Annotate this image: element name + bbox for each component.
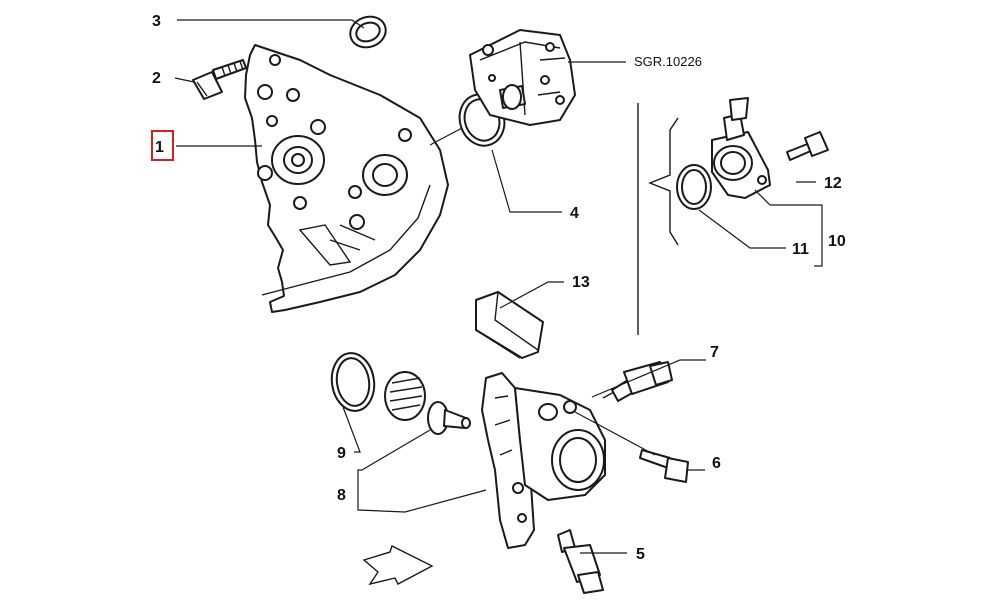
label-11[interactable]: 11	[792, 241, 809, 258]
label-6[interactable]: 6	[712, 455, 721, 472]
label-10[interactable]: 10	[828, 233, 846, 250]
high-pressure-pump[interactable]	[469, 29, 576, 126]
label-3[interactable]: 3	[152, 13, 161, 30]
label-7[interactable]: 7	[710, 344, 719, 361]
thermostat-housing[interactable]	[481, 372, 606, 549]
group-divider	[637, 103, 679, 335]
callout-labels: 1 2 3 4 5 6 7 8 9 10 11 12 13 SGR.10226	[151, 13, 846, 563]
part-9-o-ring[interactable]	[328, 350, 378, 413]
label-13[interactable]: 13	[572, 274, 590, 291]
part-5-sensor[interactable]	[557, 529, 604, 594]
part-13-pad[interactable]	[475, 291, 544, 359]
label-5[interactable]: 5	[636, 546, 645, 563]
reference-code: SGR.10226	[634, 54, 702, 69]
label-8[interactable]: 8	[337, 487, 346, 504]
label-4[interactable]: 4	[570, 205, 579, 222]
part-11-o-ring[interactable]	[676, 164, 712, 210]
label-1-highlight	[151, 130, 174, 161]
label-1[interactable]: 1	[155, 139, 164, 156]
part-3-o-ring[interactable]	[346, 12, 390, 53]
part-1-pump-bracket[interactable]	[244, 44, 449, 313]
label-9[interactable]: 9	[337, 445, 346, 462]
part-10-outlet-fitting[interactable]	[711, 97, 771, 199]
part-8-thermostat[interactable]	[384, 371, 471, 435]
part-12-bolt[interactable]	[786, 131, 829, 161]
part-2-bolt[interactable]	[192, 59, 247, 100]
part-6-bolt[interactable]	[639, 449, 689, 483]
leader-lines	[174, 19, 823, 554]
label-12[interactable]: 12	[824, 175, 842, 192]
direction-arrow	[362, 545, 434, 586]
label-2[interactable]: 2	[152, 70, 161, 87]
